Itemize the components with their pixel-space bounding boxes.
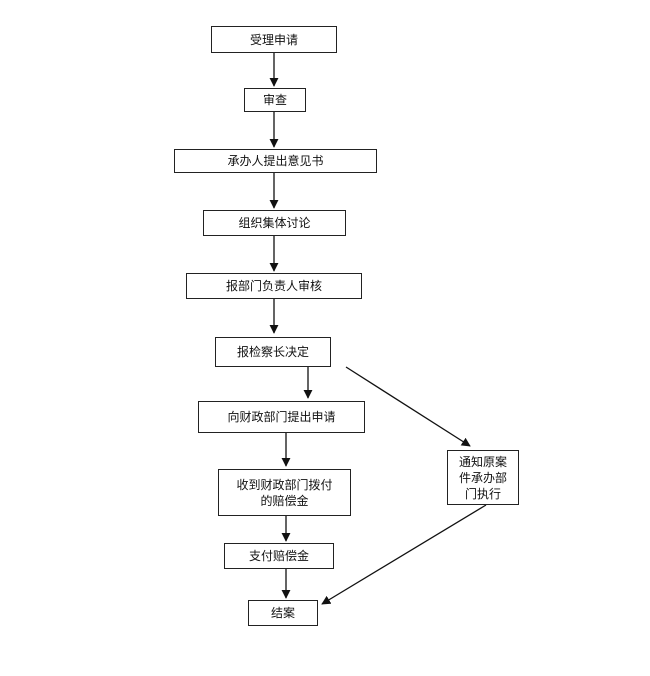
step-close-case: 结案	[248, 600, 318, 626]
step-finance-label: 向财政部门提出申请	[227, 410, 336, 424]
step-chief-decision: 报检察长决定	[215, 337, 331, 367]
step-opinion-letter: 承办人提出意见书	[174, 149, 377, 173]
step-opinion-label: 承办人提出意见书	[227, 154, 324, 168]
step-review-label: 审查	[262, 93, 287, 107]
step-pay-compensation: 支付赔偿金	[224, 543, 334, 569]
step-chief-label: 报检察长决定	[236, 345, 309, 359]
step-accept-application: 受理申请	[211, 26, 337, 53]
step-notify-label-3: 门执行	[464, 486, 501, 501]
step-notify-label-1: 通知原案	[458, 454, 507, 469]
arrow-chief-to-notify	[345, 366, 471, 447]
arrow-notify-to-close	[321, 504, 487, 605]
step-depthead-label: 报部门负责人审核	[225, 279, 322, 293]
step-close-label: 结案	[270, 606, 295, 620]
step-accept-label: 受理申请	[249, 32, 298, 47]
step-finance-application: 向财政部门提出申请	[198, 401, 365, 433]
step-receive-label-1: 收到财政部门拨付	[236, 477, 333, 492]
step-discuss-label: 组织集体讨论	[238, 216, 311, 230]
step-pay-label: 支付赔偿金	[248, 549, 309, 563]
step-review: 审查	[244, 88, 306, 112]
step-collective-discussion: 组织集体讨论	[203, 210, 346, 236]
step-receive-compensation: 收到财政部门拨付 的赔偿金	[218, 469, 351, 516]
step-dept-head-review: 报部门负责人审核	[186, 273, 362, 299]
step-notify-label-2: 件承办部	[458, 470, 507, 485]
step-notify-department: 通知原案 件承办部 门执行	[447, 450, 519, 505]
step-receive-label-2: 的赔偿金	[260, 493, 309, 508]
